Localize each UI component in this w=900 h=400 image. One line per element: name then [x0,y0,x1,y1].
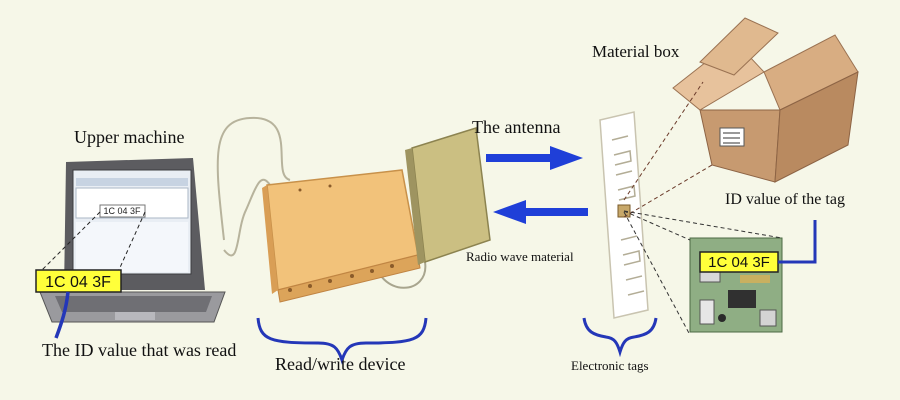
upper-machine-label: Upper machine [74,127,185,147]
tag-to-board-dash-top [623,210,691,241]
laptop-screen-id-box [99,204,146,218]
tag-to-board-dash-right [623,210,783,239]
laptop-callout-id: 1C 04 3F [45,274,111,291]
id-value-of-tag-label: ID value of the tag [725,191,845,208]
antenna-panel-icon [405,127,491,265]
tag-to-board-dash-bottom [623,211,691,336]
read-write-device-label: Read/write device [275,354,406,374]
electronic-tags-label: Electronic tags [571,358,649,373]
material-box-label: Material box [592,42,680,61]
tags-brace [582,317,658,358]
arrow-right-icon [486,146,583,170]
laptop-callout-dash-right [117,211,146,273]
read-write-brace [256,317,428,365]
radio-wave-material-label: Radio wave material [466,249,574,264]
laptop-callout-pointer [54,291,70,339]
rfid-tag-icon [599,111,649,319]
tag-callout-pointer [778,220,817,264]
reader-device-icon [262,169,421,303]
cardboard-box-icon [672,17,859,183]
laptop-callout-dash-left [39,211,101,273]
tag-to-box-dash-bottom [623,164,713,218]
laptop-cable-2 [216,116,291,241]
laptop-screen-id: 1C 04 3F [103,206,141,216]
antenna-label: The antenna [472,117,561,137]
laptop-id-callout [35,269,122,293]
arrow-left-icon [493,200,588,224]
tag-callout-id: 1C 04 3F [708,254,770,271]
id-value-read-label: The ID value that was read [42,340,237,360]
tag-to-box-dash-top [623,81,704,201]
laptop-cable-1 [223,178,271,257]
